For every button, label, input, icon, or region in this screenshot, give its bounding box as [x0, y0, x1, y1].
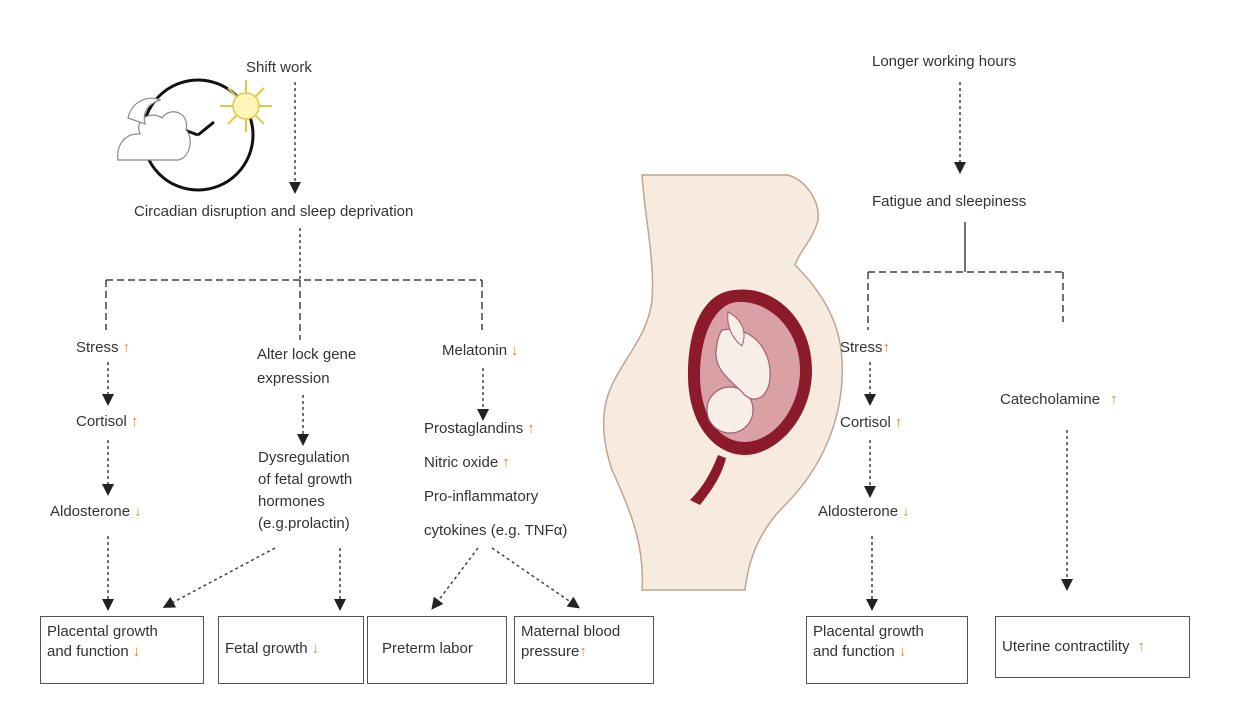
pregnant-woman-illustration	[603, 174, 843, 591]
up-arrow-icon: ↑	[502, 454, 510, 471]
clock-gene-label-line2: expression	[257, 370, 330, 387]
down-arrow-icon: ↓	[902, 503, 910, 520]
fetal-growth-label: Fetal growth	[225, 640, 308, 657]
dysregulation-label-line2: of fetal growth	[258, 471, 353, 488]
clock-sun-moon-icon	[117, 78, 272, 192]
dysregulation-label-line4: (e.g.prolactin)	[258, 515, 350, 532]
down-arrow-icon: ↓	[134, 503, 142, 520]
stress-label: Stress↑	[76, 339, 131, 356]
right-placental-growth-line2: and function↓	[813, 643, 907, 660]
right-cortisol-label: Cortisol↑	[840, 414, 903, 431]
down-arrow-icon: ↓	[898, 643, 907, 660]
up-arrow-icon: ↑	[527, 420, 535, 437]
pro-inflammatory-label-line1: Pro-inflammatory	[424, 488, 539, 505]
fatigue-label: Fatigue and sleepiness	[872, 193, 1027, 210]
down-arrow-icon: ↓	[132, 643, 141, 660]
clock-gene-label-line1: Alter lock gene	[257, 346, 357, 363]
right-placental-growth-box: Placental growth and function↓	[806, 616, 968, 684]
fetal-growth-box: Fetal growth↓	[218, 616, 364, 684]
circadian-disruption-label: Circadian disruption and sleep deprivati…	[134, 203, 414, 220]
maternal-blood-pressure-box: Maternal blood pressure↑	[514, 616, 654, 684]
cortisol-label: Cortisol↑	[76, 413, 139, 430]
up-arrow-icon: ↑	[894, 414, 903, 431]
placental-growth-line1: Placental growth	[47, 623, 158, 640]
aldosterone-label: Aldosterone↓	[50, 503, 142, 520]
placental-growth-box: Placental growth and function↓	[40, 616, 204, 684]
melatonin-label: Melatonin↓	[442, 342, 519, 359]
maternal-blood-line1: Maternal blood	[521, 623, 621, 640]
right-stress-label: Stress↑	[840, 339, 891, 356]
up-arrow-icon: ↑	[882, 339, 891, 356]
dysregulation-label-line3: hormones	[258, 493, 325, 510]
up-arrow-icon: ↑	[1110, 391, 1118, 408]
down-arrow-icon: ↓	[511, 342, 519, 359]
uterine-contractility-label: Uterine contractility	[1002, 638, 1130, 655]
right-placental-growth-line1: Placental growth	[813, 623, 924, 640]
up-arrow-icon: ↑	[579, 643, 587, 660]
longer-working-hours-label: Longer working hours	[872, 53, 1017, 70]
down-arrow-icon: ↓	[311, 640, 320, 657]
shift-work-label: Shift work	[246, 59, 312, 76]
prostaglandins-label: Prostaglandins↑	[424, 420, 535, 437]
catecholamine-label: Catecholamine↑	[1000, 391, 1118, 408]
preterm-labor-label: Preterm labor	[382, 640, 473, 657]
placental-growth-line2: and function↓	[47, 643, 141, 660]
maternal-blood-line2: pressure↑	[521, 643, 587, 660]
right-aldosterone-label: Aldosterone↓	[818, 503, 910, 520]
up-arrow-icon: ↑	[1137, 638, 1146, 655]
nitric-oxide-label: Nitric oxide↑	[424, 454, 510, 471]
pro-inflammatory-label-line2: cytokines (e.g. TNFα)	[424, 522, 568, 539]
uterine-contractility-box: Uterine contractility ↑	[995, 616, 1190, 678]
dysregulation-label-line1: Dysregulation	[258, 449, 350, 466]
up-arrow-icon: ↑	[130, 413, 139, 430]
up-arrow-icon: ↑	[122, 339, 131, 356]
preterm-labor-box: Preterm labor	[367, 616, 507, 684]
